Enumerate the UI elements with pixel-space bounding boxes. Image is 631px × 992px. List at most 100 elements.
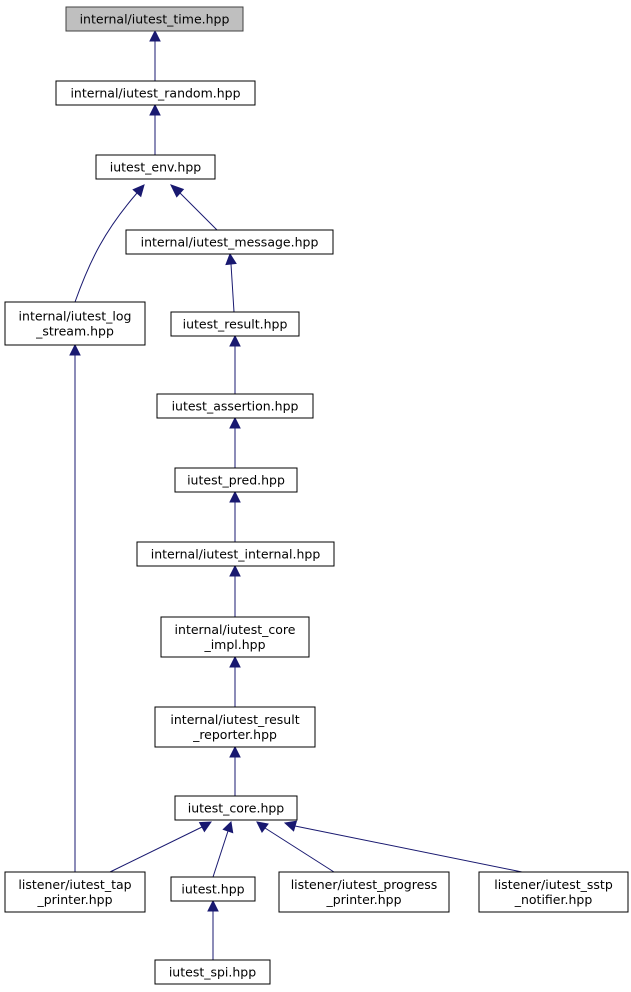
node-box	[174, 795, 298, 821]
arrow-head-icon	[149, 29, 161, 42]
node-label: listener/iutest_tap	[18, 877, 131, 892]
edge-env-to-random	[149, 103, 161, 155]
nodes: internal/iutest_time.hpp internal/iutest_…	[4, 6, 629, 985]
node-box	[4, 871, 146, 913]
edge-sstp-to-core	[283, 820, 523, 873]
edge-result_reporter-to-core_impl	[229, 655, 241, 707]
arrow-head-icon	[222, 820, 234, 834]
edge-result-to-message	[225, 252, 237, 313]
node-label: _printer.hpp	[36, 892, 112, 907]
node-label: listener/iutest_progress	[291, 877, 438, 892]
node-label: listener/iutest_sstp	[494, 877, 613, 892]
node-core[interactable]: iutest_core.hpp	[174, 795, 298, 821]
node-sstp[interactable]: listener/iutest_sstp_notifier.hpp	[478, 871, 629, 913]
arrow-head-icon	[229, 416, 241, 429]
edge-progress-to-core	[256, 821, 335, 873]
node-box	[55, 80, 256, 106]
node-label: iutest_core.hpp	[188, 801, 285, 816]
node-box	[174, 467, 298, 493]
node-box	[170, 311, 300, 337]
edge-pred-to-assertion	[229, 416, 241, 468]
node-box	[154, 959, 271, 985]
arrow-head-icon	[256, 821, 269, 833]
node-assertion[interactable]: iutest_assertion.hpp	[156, 393, 314, 419]
edge-line	[179, 192, 218, 231]
node-log-stream[interactable]: internal/iutest_log_stream.hpp	[4, 301, 146, 346]
arrow-head-icon	[229, 490, 241, 503]
node-box	[478, 871, 629, 913]
node-label: iutest_result.hpp	[183, 317, 288, 332]
node-tap-printer[interactable]: listener/iutest_tap_printer.hpp	[4, 871, 146, 913]
arrow-head-icon	[207, 899, 219, 912]
edge-line	[109, 826, 203, 873]
node-internal[interactable]: internal/iutest_internal.hpp	[136, 541, 335, 567]
node-box	[125, 229, 334, 255]
node-box	[4, 301, 146, 346]
node-label: _impl.hpp	[203, 637, 265, 652]
edge-tap_printer-to-log_stream	[69, 343, 81, 872]
node-label: iutest_spi.hpp	[169, 965, 256, 980]
edge-line	[294, 825, 523, 873]
arrow-head-icon	[69, 343, 81, 356]
arrow-head-icon	[225, 252, 237, 266]
node-label: _reporter.hpp	[192, 727, 277, 742]
arrow-head-icon	[229, 564, 241, 577]
node-box	[278, 871, 450, 913]
node-label: internal/iutest_core	[175, 622, 296, 637]
node-label: internal/iutest_log	[19, 309, 132, 324]
node-label: internal/iutest_result	[170, 712, 299, 727]
arrow-head-icon	[283, 820, 298, 832]
node-label: iutest_env.hpp	[110, 160, 202, 175]
arrow-head-icon	[170, 184, 185, 198]
edge-line	[212, 830, 229, 878]
edge-random-to-time	[149, 29, 161, 81]
node-label: iutest_assertion.hpp	[172, 399, 299, 414]
edge-message-to-env	[170, 184, 218, 231]
node-box	[160, 616, 310, 658]
edge-tap_printer-to-core	[109, 821, 212, 873]
arrow-head-icon	[229, 334, 241, 347]
edge-line	[74, 192, 138, 303]
node-spi[interactable]: iutest_spi.hpp	[154, 959, 271, 985]
node-label: _notifier.hpp	[514, 892, 593, 907]
node-label: _stream.hpp	[35, 324, 114, 339]
node-core-impl[interactable]: internal/iutest_core_impl.hpp	[160, 616, 310, 658]
node-label: internal/iutest_time.hpp	[80, 12, 230, 27]
node-time: internal/iutest_time.hpp	[65, 6, 244, 32]
node-random[interactable]: internal/iutest_random.hpp	[55, 80, 256, 106]
arrow-head-icon	[132, 184, 145, 198]
node-iutest[interactable]: iutest.hpp	[170, 876, 256, 902]
node-env[interactable]: iutest_env.hpp	[95, 154, 216, 180]
node-label: internal/iutest_random.hpp	[70, 86, 240, 101]
node-box	[154, 706, 316, 748]
node-label: iutest_pred.hpp	[187, 473, 285, 488]
edge-core-to-result_reporter	[229, 745, 241, 796]
node-message[interactable]: internal/iutest_message.hpp	[125, 229, 334, 255]
node-box	[95, 154, 216, 180]
arrow-head-icon	[229, 655, 241, 668]
node-result-reporter[interactable]: internal/iutest_result_reporter.hpp	[154, 706, 316, 748]
node-box	[170, 876, 256, 902]
node-pred[interactable]: iutest_pred.hpp	[174, 467, 298, 493]
node-label: iutest.hpp	[181, 882, 244, 897]
node-label: internal/iutest_message.hpp	[141, 235, 319, 250]
node-box	[156, 393, 314, 419]
edge-assertion-to-result	[229, 334, 241, 394]
edge-line	[264, 827, 335, 873]
edge-iutest-to-core	[212, 820, 234, 878]
edge-internal-to-pred	[229, 490, 241, 542]
edge-core_impl-to-internal	[229, 564, 241, 617]
edge-log_stream-to-env	[74, 184, 145, 303]
arrow-head-icon	[198, 821, 212, 833]
node-box	[136, 541, 335, 567]
edge-line	[230, 263, 235, 313]
node-label: internal/iutest_internal.hpp	[151, 547, 321, 562]
node-label: _printer.hpp	[325, 892, 401, 907]
node-progress[interactable]: listener/iutest_progress_printer.hpp	[278, 871, 450, 913]
node-result[interactable]: iutest_result.hpp	[170, 311, 300, 337]
arrow-head-icon	[229, 745, 241, 758]
arrow-head-icon	[149, 103, 161, 116]
edge-spi-to-iutest	[207, 899, 219, 960]
edges	[69, 29, 523, 960]
